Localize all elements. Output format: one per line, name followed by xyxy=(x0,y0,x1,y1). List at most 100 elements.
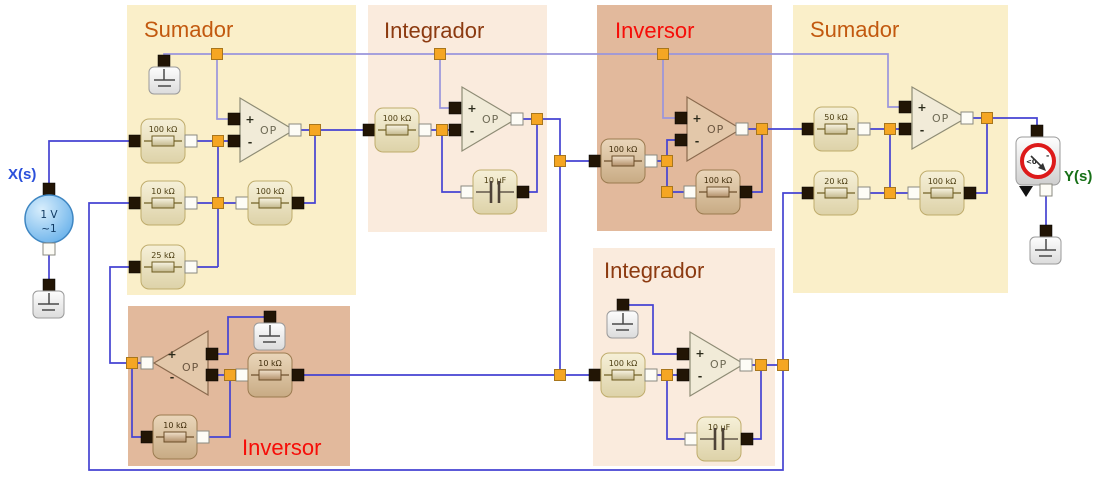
meter-terminal-plus xyxy=(1030,124,1044,138)
opamp-label: OP xyxy=(710,358,727,371)
junction-node xyxy=(224,369,236,381)
terminal-out xyxy=(684,432,698,446)
resistor-value: 100 kΩ xyxy=(383,114,412,123)
wire-inv2-out-to-fb[interactable] xyxy=(131,368,141,438)
resistor-value: 10 kΩ xyxy=(258,359,281,368)
wire-inv2-fb-up[interactable] xyxy=(209,380,231,438)
plus-sign: + xyxy=(917,101,926,114)
title-sumador-1: Sumador xyxy=(144,17,233,42)
terminal-out xyxy=(857,122,871,136)
wire-sum2-out-to-meter[interactable] xyxy=(973,117,1038,125)
wire-sum1-feedback[interactable] xyxy=(304,130,316,204)
junction-nodes xyxy=(126,48,993,381)
terminal-in xyxy=(740,432,754,446)
resistor-inv1-input[interactable]: 100 kΩ xyxy=(588,138,658,184)
terminal-in xyxy=(128,260,142,274)
capacitor-int2-feedback[interactable]: 10 µF xyxy=(684,416,754,462)
ground-integrador-2[interactable] xyxy=(606,298,639,339)
resistor-value: 100 kΩ xyxy=(704,176,733,185)
plus-sign: + xyxy=(692,112,701,125)
ground-source[interactable] xyxy=(32,278,65,319)
terminal-out xyxy=(235,196,249,210)
output-meter[interactable]: <0 - xyxy=(1015,124,1061,197)
opamp-integrador-2[interactable]: + - OP xyxy=(676,330,753,398)
resistor-value: 50 kΩ xyxy=(824,113,847,122)
wire-inv2-plus-to-ground[interactable] xyxy=(218,316,264,355)
ground-meter[interactable] xyxy=(1029,224,1062,265)
opamp-integrador-1[interactable]: + - OP xyxy=(448,85,524,153)
junction-node xyxy=(661,155,673,167)
resistor-value: 10 kΩ xyxy=(151,187,174,196)
terminal-in xyxy=(362,123,376,137)
junction-node xyxy=(212,197,224,209)
opamp-output-terminal xyxy=(739,358,753,372)
title-inversor-1: Inversor xyxy=(615,18,694,43)
opamp-triangle xyxy=(461,85,518,153)
resistor-sum1-input3[interactable]: 25 kΩ xyxy=(128,244,198,290)
title-sumador-2: Sumador xyxy=(810,17,899,42)
opamp-triangle xyxy=(911,85,968,151)
meter-gauge-icon xyxy=(1020,143,1056,179)
junction-node xyxy=(981,112,993,124)
opamp-plus-terminal xyxy=(676,347,690,361)
opamp-label: OP xyxy=(260,124,277,137)
opamp-inversor-1[interactable]: + - OP xyxy=(674,95,749,163)
opamp-sumador-2[interactable]: + - OP xyxy=(898,85,974,151)
opamp-label: OP xyxy=(182,361,199,374)
terminal-in xyxy=(291,368,305,382)
junction-node xyxy=(212,135,224,147)
junction-node xyxy=(436,124,448,136)
wire-inv1-fb-right[interactable] xyxy=(752,134,763,193)
ground-sumador-1[interactable] xyxy=(148,54,181,95)
wire-gnd-to-plus-sum1[interactable] xyxy=(216,54,228,120)
resistor-sum2-input1[interactable]: 50 kΩ xyxy=(801,106,871,152)
terminal-in xyxy=(801,186,815,200)
wire-sum2-feedback[interactable] xyxy=(976,123,988,194)
capacitor-int1-feedback[interactable]: 10 µF xyxy=(460,169,530,215)
resistor-value: 100 kΩ xyxy=(609,359,638,368)
minus-sign: - xyxy=(170,371,175,384)
ground-terminal xyxy=(157,54,171,68)
minus-sign: - xyxy=(920,124,925,137)
resistor-sum2-input2[interactable]: 20 kΩ xyxy=(801,170,871,216)
resistor-inv2-feedback[interactable]: 10 kΩ xyxy=(140,414,210,460)
wire-inv2-out-to-sum1[interactable] xyxy=(109,266,141,364)
wire-int1-fb-right[interactable] xyxy=(529,124,538,193)
resistor-int2-input[interactable]: 100 kΩ xyxy=(588,352,658,398)
ground-terminal xyxy=(616,298,630,312)
wire-int2-fb-right[interactable] xyxy=(753,370,762,440)
wire-gnd-to-plus-int1[interactable] xyxy=(439,54,449,109)
junction-node xyxy=(434,48,446,60)
wire-gnd-to-plus-inv1[interactable] xyxy=(662,54,675,119)
opamp-output-terminal xyxy=(735,122,749,136)
wire-int1-fb-left[interactable] xyxy=(441,130,461,193)
opamp-sumador-1[interactable]: + - OP xyxy=(227,96,302,164)
junction-node xyxy=(554,155,566,167)
resistor-sum1-feedback[interactable]: 100 kΩ xyxy=(235,180,305,226)
junction-node xyxy=(777,359,789,371)
opamp-triangle xyxy=(686,95,743,163)
junction-node xyxy=(661,186,673,198)
resistor-inv2-input[interactable]: 10 kΩ xyxy=(235,352,305,398)
terminal-out xyxy=(683,185,697,199)
capacitor-value: 10 µF xyxy=(708,423,731,432)
resistor-sum1-input2[interactable]: 10 kΩ xyxy=(128,180,198,226)
wire-main-feedback-loop[interactable] xyxy=(88,192,802,471)
wire-source-to-sum1[interactable] xyxy=(48,140,129,183)
ground-inversor-2[interactable] xyxy=(253,310,286,351)
opamp-inversor-2[interactable]: + - OP xyxy=(140,329,219,397)
terminal-out xyxy=(196,430,210,444)
opamp-label: OP xyxy=(932,112,949,125)
junction-node xyxy=(531,113,543,125)
opamp-plus-terminal xyxy=(205,347,219,361)
terminal-out xyxy=(907,186,921,200)
wire-int2-plus-to-ground[interactable] xyxy=(629,304,677,355)
resistor-inv1-feedback[interactable]: 100 kΩ xyxy=(683,169,753,215)
opamp-label: OP xyxy=(482,113,499,126)
voltage-source[interactable]: 1 V ~1 xyxy=(24,182,74,256)
resistor-sum2-feedback[interactable]: 100 kΩ xyxy=(907,170,977,216)
resistor-int1-input[interactable]: 100 kΩ xyxy=(362,107,432,153)
wire-int2-fb-left[interactable] xyxy=(666,375,685,440)
resistor-sum1-input1[interactable]: 100 kΩ xyxy=(128,118,198,164)
